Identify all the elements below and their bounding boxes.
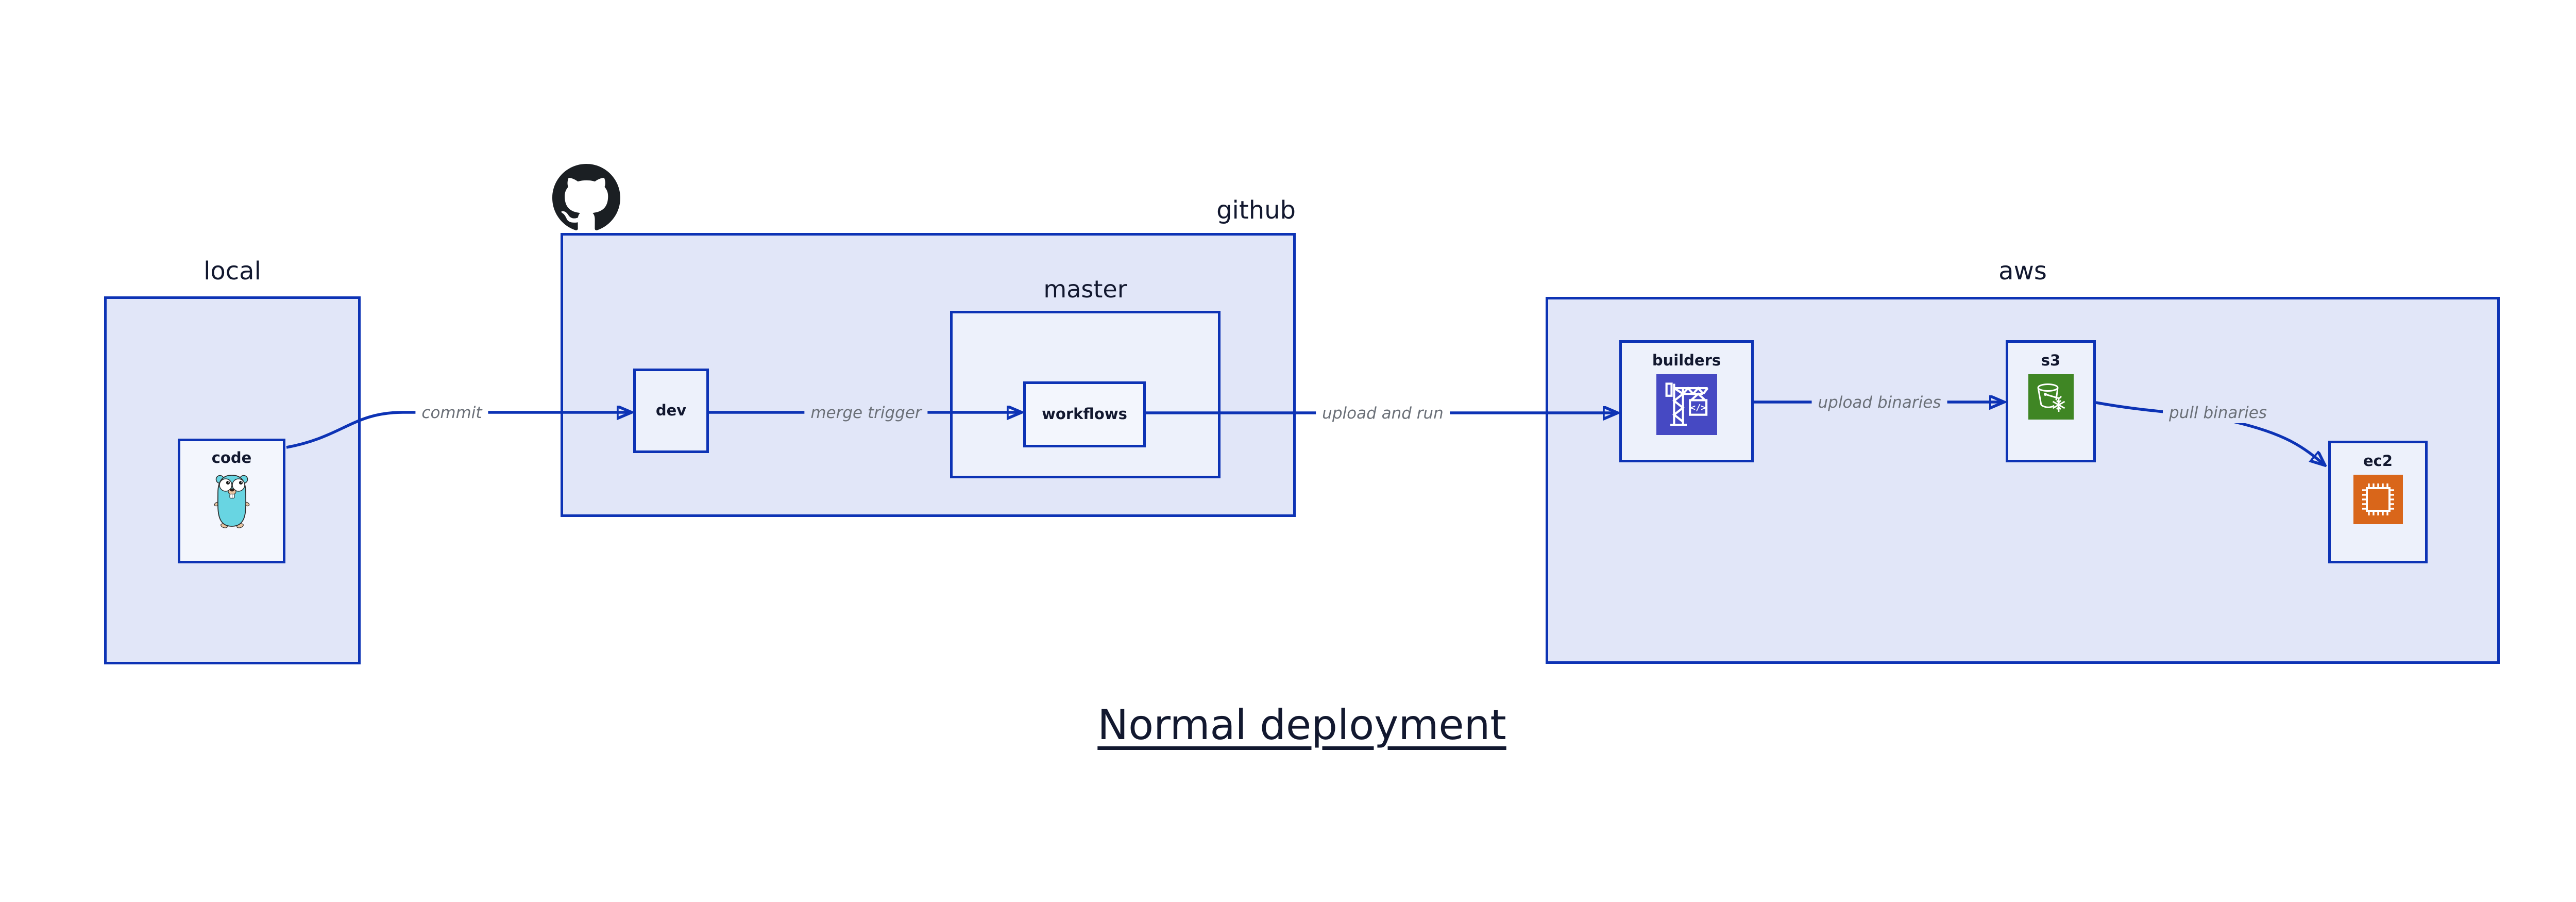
go-gopher-icon: [211, 472, 252, 529]
master-group-label: master: [1043, 275, 1127, 303]
ec2-chip-icon: [2353, 475, 2403, 525]
edge-label-commit: commit: [415, 403, 488, 423]
ec2-node: ec2: [2328, 441, 2428, 563]
github-logo-icon: [552, 164, 620, 232]
github-group-label: github: [1216, 196, 1296, 225]
s3-node-label: s3: [2041, 352, 2061, 369]
builders-node: builders </>: [1619, 340, 1754, 462]
aws-group-label: aws: [1998, 257, 2047, 286]
local-group-label: local: [204, 257, 261, 286]
s3-glacier-bucket-icon: [2028, 374, 2074, 420]
edge-label-upload-and-run: upload and run: [1316, 403, 1450, 424]
code-node: code: [178, 439, 285, 563]
edge-label-merge-trigger: merge trigger: [804, 403, 928, 423]
ec2-node-label: ec2: [2363, 452, 2393, 470]
builders-node-label: builders: [1652, 352, 1721, 369]
dev-node-label: dev: [655, 402, 687, 420]
code-node-label: code: [211, 449, 252, 466]
diagram-title: Normal deployment: [1097, 701, 1506, 749]
edge-label-upload-binaries: upload binaries: [1811, 392, 1947, 413]
workflows-node-label: workflows: [1042, 405, 1127, 423]
codebuild-glyph: </>: [1690, 403, 1706, 413]
workflows-node: workflows: [1023, 381, 1146, 447]
dev-node: dev: [633, 369, 709, 453]
diagram-title-wrap: Normal deployment: [0, 701, 2576, 749]
s3-node: s3: [2006, 340, 2096, 462]
codebuild-crane-icon: </>: [1656, 374, 1717, 436]
edge-label-pull-binaries: pull binaries: [2163, 403, 2273, 423]
